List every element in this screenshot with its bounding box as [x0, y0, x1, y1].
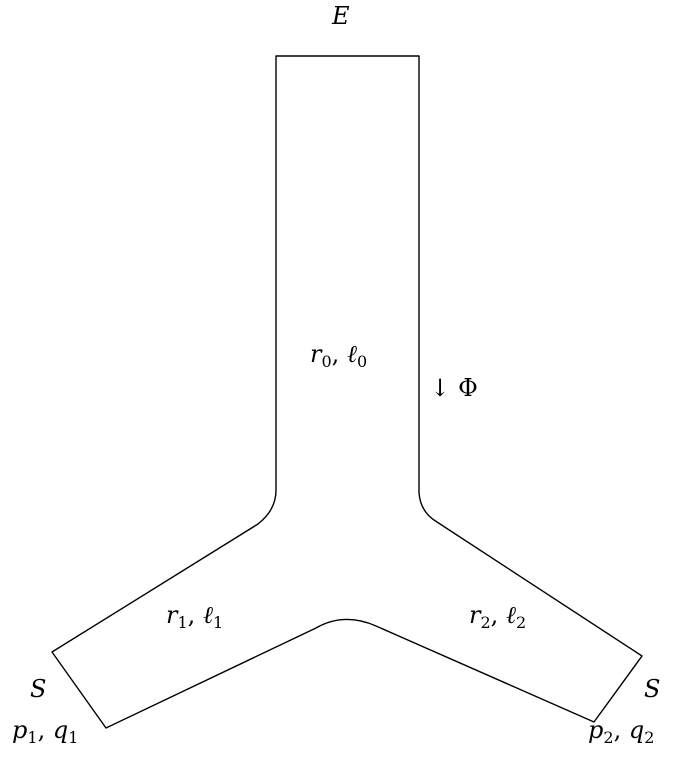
branch-right-label: r2, ℓ2: [469, 601, 526, 632]
branch-left-label: r1, ℓ1: [166, 601, 223, 632]
flux-label: ↓Φ: [430, 374, 478, 402]
source-left-s: S: [30, 675, 46, 703]
source-right-params: p2, q2: [588, 716, 654, 747]
trunk-label: r0, ℓ0: [310, 340, 367, 371]
down-arrow-icon: ↓: [430, 374, 450, 402]
source-right-s: S: [644, 675, 660, 703]
top-label-e: E: [331, 2, 350, 30]
source-left-params: p1, q1: [12, 716, 78, 747]
y-tube-outline: [51, 55, 643, 729]
